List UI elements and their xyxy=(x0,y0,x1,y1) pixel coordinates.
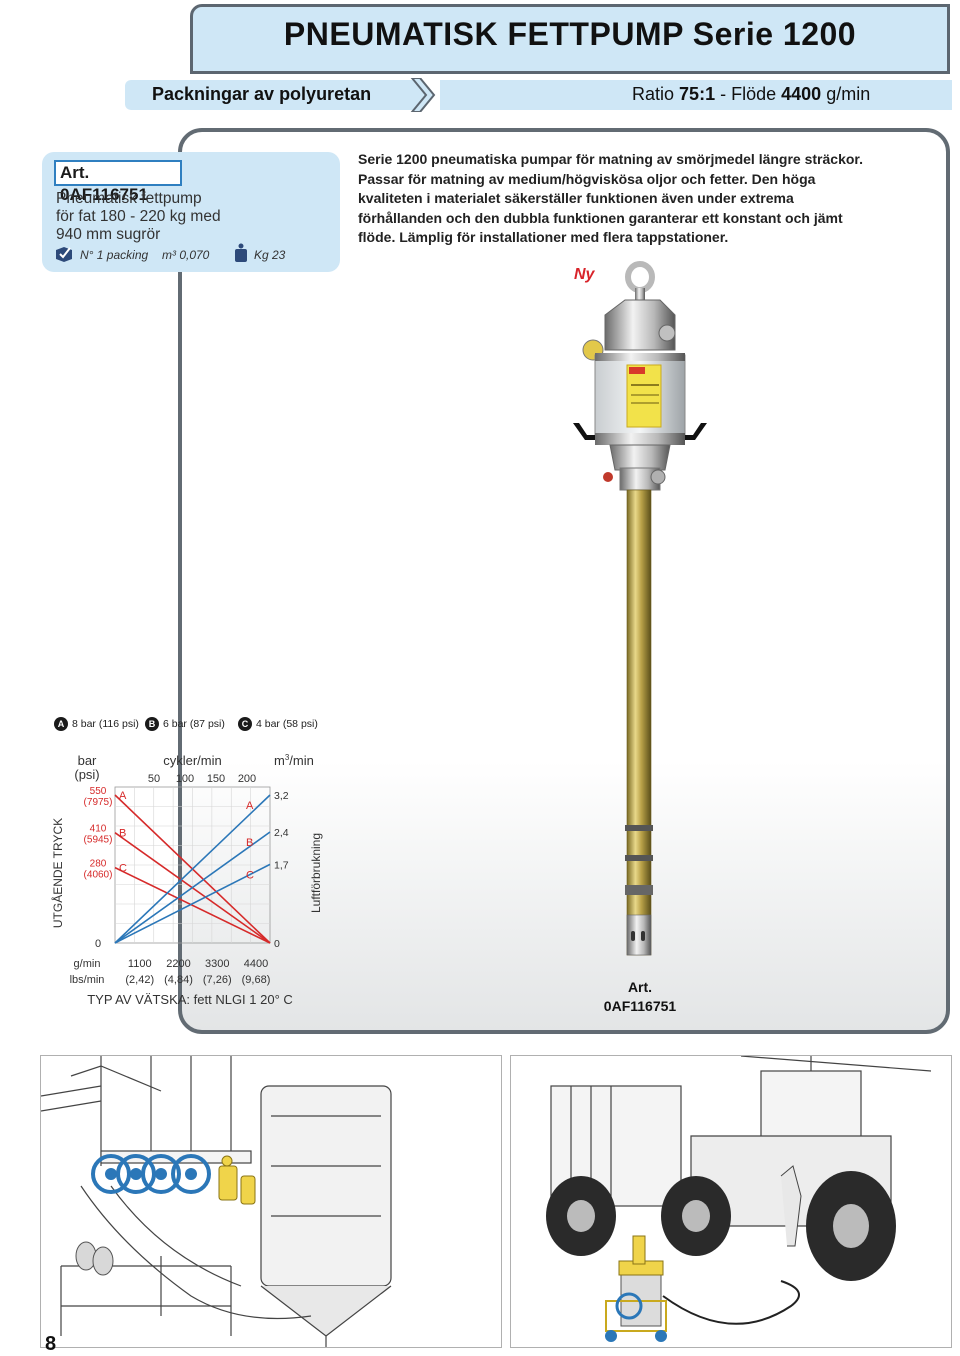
article-desc-line3: 940 mm sugrör xyxy=(56,226,161,243)
page-title: PNEUMATISK FETTPUMP Serie 1200 xyxy=(283,16,857,52)
chevron-right-icon xyxy=(410,78,436,112)
air-line-a xyxy=(114,794,271,944)
ratio-bar xyxy=(440,80,952,110)
legend-text-c: 4 bar (58 psi) xyxy=(256,718,318,730)
packing-volume: m³ 0,070 xyxy=(162,248,210,262)
right-tick-label: 1,7 xyxy=(274,859,289,871)
article-desc-line1: Pneumatisk fettpump xyxy=(56,190,202,207)
right-tick-label: 0 xyxy=(274,938,280,950)
package-check-icon xyxy=(56,247,72,262)
packing-weight: Kg 23 xyxy=(254,248,286,262)
flow-value: 4400 xyxy=(781,84,822,104)
series-letter-right-c: C xyxy=(246,869,254,881)
top-axis-label: cykler/min xyxy=(163,753,222,768)
left-axis-title: UTGÅENDE TRYCK xyxy=(50,818,65,928)
right-axis-unit: m3/min xyxy=(274,753,314,768)
bottom-tick-label: 4400 xyxy=(244,958,268,970)
series-letter-left-a: A xyxy=(119,790,127,802)
subtitle-packings: Packningar av polyuretan xyxy=(152,84,372,104)
bottom-axis-label: g/min xyxy=(74,958,101,970)
top-tick-label: 200 xyxy=(238,773,256,785)
top-tick-label: 150 xyxy=(207,773,225,785)
article-code: Art. 0AF116751 xyxy=(54,160,182,204)
left-tick-psi: (4060) xyxy=(84,870,113,881)
air-line-c xyxy=(114,863,271,944)
bottom-tick-lbs: (4,84) xyxy=(164,974,193,986)
reel-station-drawing xyxy=(40,1056,392,1347)
page-number: 8 xyxy=(45,1333,57,1355)
weight-icon xyxy=(235,243,247,262)
left-axis-unit-psi: (psi) xyxy=(74,767,99,782)
air-line-b xyxy=(114,831,271,944)
packing-count: N° 1 packing xyxy=(80,248,149,262)
legend-text-a: 8 bar (116 psi) xyxy=(72,718,139,730)
ratio-flow-text: Ratio 75:1 - Flöde 4400 g/min xyxy=(632,84,870,105)
bottom-tick-label: 1100 xyxy=(128,958,152,970)
pressure-line-c xyxy=(114,866,271,944)
flow-unit: g/min xyxy=(826,84,871,104)
subtitle-bar xyxy=(125,80,425,110)
left-tick-psi: (7975) xyxy=(84,797,113,808)
installation-illustration-right xyxy=(510,1055,952,1348)
ratio-label: Ratio xyxy=(632,84,675,104)
bottom-tick-label: 3300 xyxy=(205,958,229,970)
product-panel xyxy=(178,128,950,1034)
product-description: Serie 1200 pneumatiska pumpar för matnin… xyxy=(358,151,863,245)
vehicle-lubrication-drawing xyxy=(546,1055,932,1342)
top-tick-label: 50 xyxy=(148,773,160,785)
right-tick-label: 2,4 xyxy=(274,827,289,839)
header-banner xyxy=(190,4,950,74)
right-zero: 0 xyxy=(262,952,263,953)
bottom-tick-lbs: (9,68) xyxy=(242,974,271,986)
series-letter-right-b: B xyxy=(246,837,253,849)
chart-series xyxy=(114,794,271,944)
bottom-axis-label-lbs: lbs/min xyxy=(70,974,105,986)
installation-illustration-left xyxy=(40,1055,502,1348)
left-tick-label: 280 xyxy=(90,859,107,870)
chart-footer: TYP AV VÄTSKA: fett NLGI 1 20° C xyxy=(87,992,293,1007)
bottom-tick-lbs: (2,42) xyxy=(125,974,154,986)
pump-image xyxy=(573,261,707,956)
left-tick-psi: (5945) xyxy=(84,835,113,846)
top-tick-label: 100 xyxy=(176,773,194,785)
legend-marker-b: B xyxy=(145,717,159,731)
article-desc-line2: för fat 180 - 220 kg med xyxy=(56,208,221,225)
product-label: Art. 0AF116751 xyxy=(590,978,690,1016)
product-label-line1: Art. xyxy=(627,979,653,995)
right-axis-title: Luftförbrukning xyxy=(309,833,323,913)
flow-label: - Flöde xyxy=(720,84,777,104)
right-tick-label: 3,2 xyxy=(274,790,289,802)
left-tick-label: 550 xyxy=(90,786,107,797)
left-tick-label: 0 xyxy=(95,938,101,950)
new-badge: Ny xyxy=(574,266,595,283)
ratio-value: 75:1 xyxy=(679,84,716,104)
legend-text-b: 6 bar (87 psi) xyxy=(163,718,225,730)
bottom-tick-lbs: (7,26) xyxy=(203,974,232,986)
left-axis-unit: bar xyxy=(78,753,97,768)
legend-marker-a: A xyxy=(54,717,68,731)
legend-marker-c: C xyxy=(238,717,252,731)
series-letter-left-c: C xyxy=(119,863,127,875)
left-tick-label: 410 xyxy=(90,824,107,835)
series-letter-left-b: B xyxy=(119,828,126,840)
bottom-tick-label: 2200 xyxy=(166,958,190,970)
product-label-line2: 0AF116751 xyxy=(603,998,677,1014)
series-letter-right-a: A xyxy=(246,800,254,812)
